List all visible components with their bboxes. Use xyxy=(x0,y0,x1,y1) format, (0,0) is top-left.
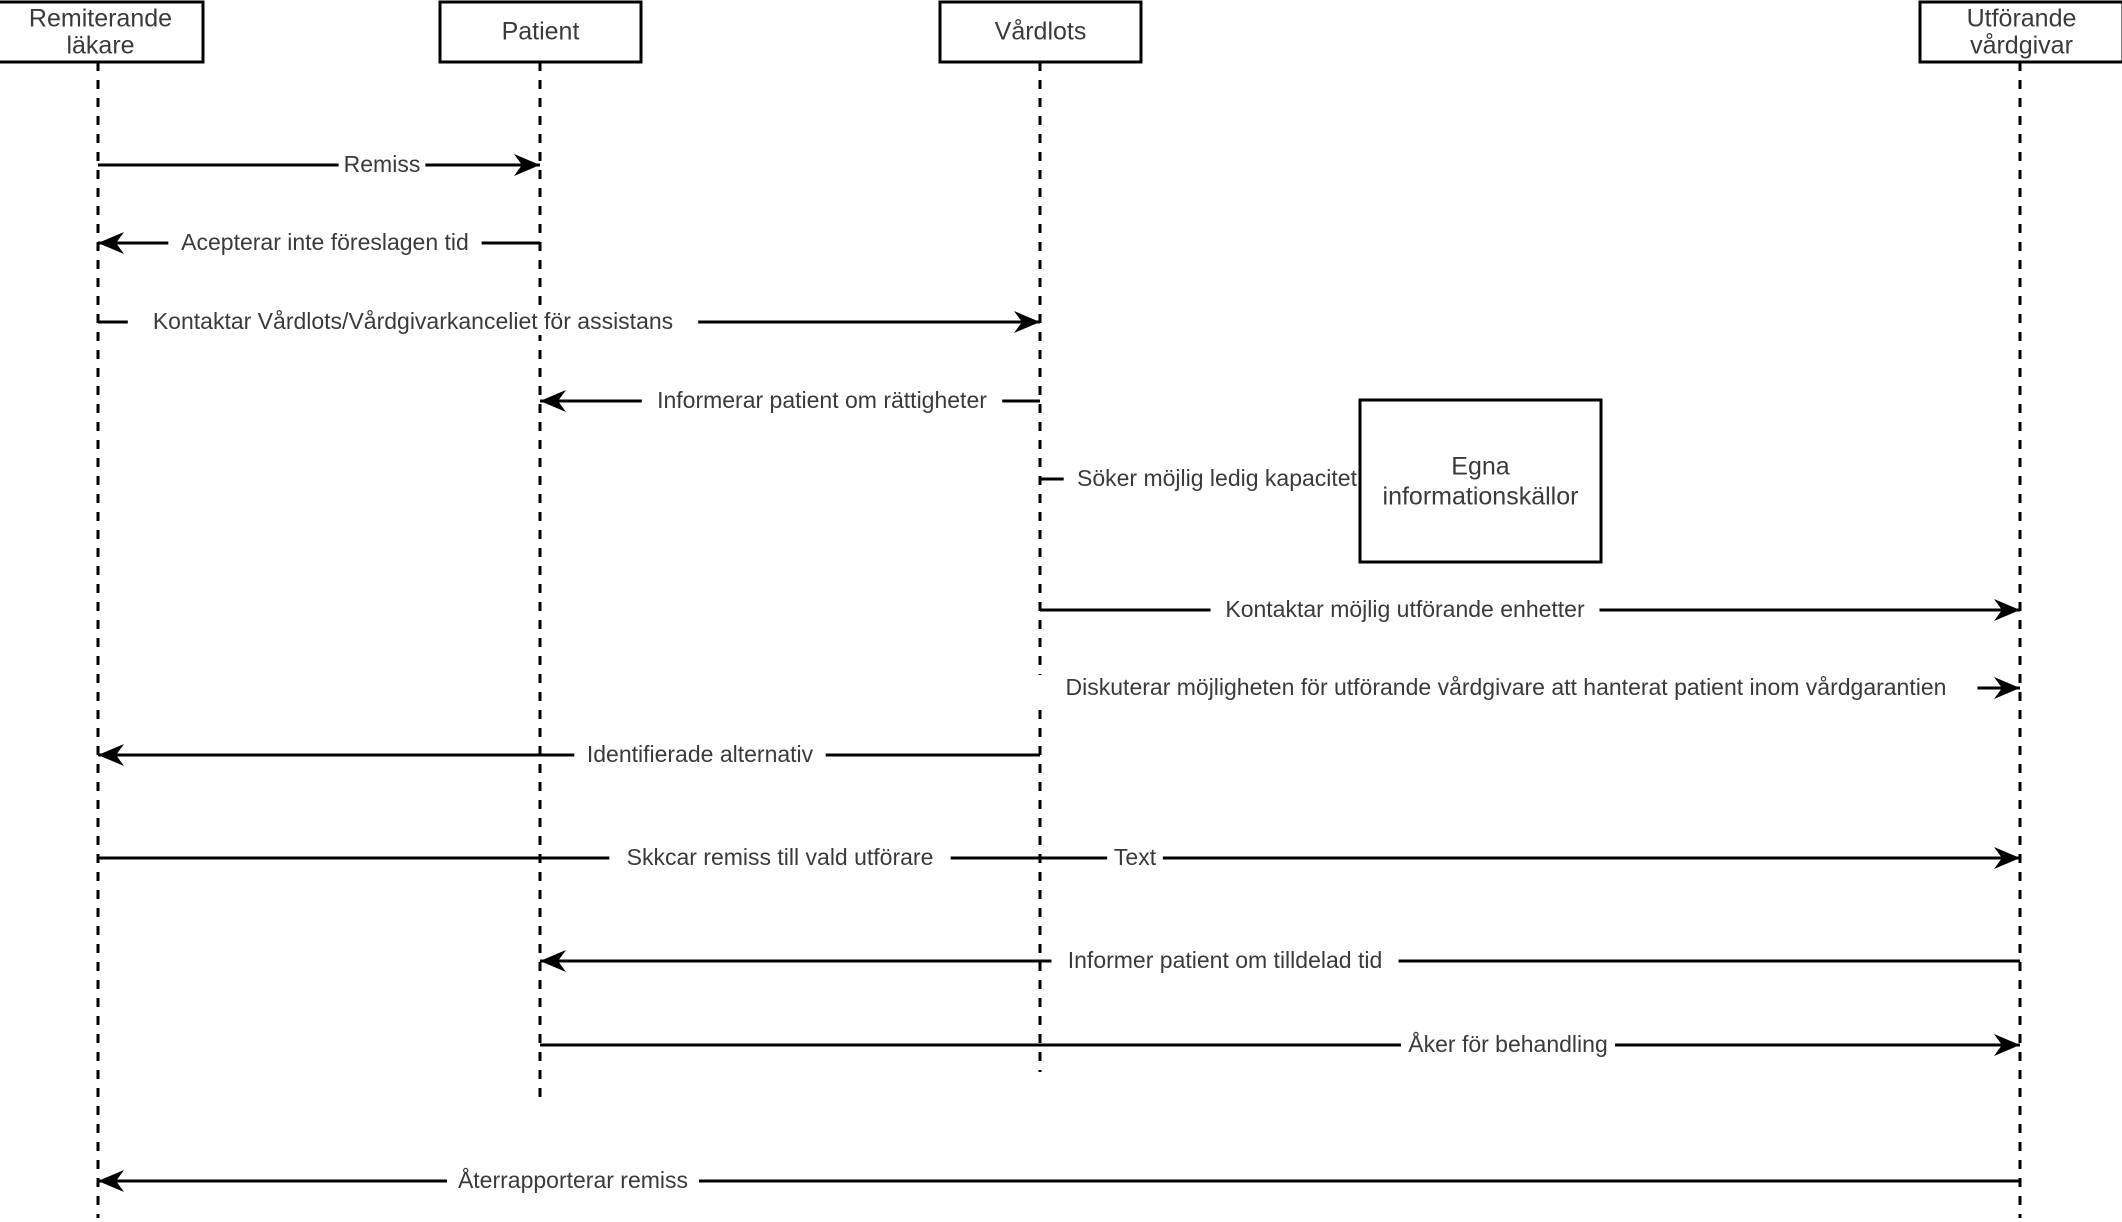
note-label2-egna-informationskallor: informationskällor xyxy=(1383,483,1579,511)
arrowhead-diskuterar-mojligheten xyxy=(1994,677,2020,699)
message-label-bg-informerar-patient-om-rattigheter xyxy=(641,388,1003,414)
message-kontaktar-mojlig-utforande-enhetter[interactable]: Kontaktar möjlig utförande enhetter xyxy=(1040,596,2020,623)
message-label-soker-mojlig-ledig-kapacitet: Söker möjlig ledig kapacitet xyxy=(1077,465,1358,491)
participant-vardlots[interactable]: Vårdlots xyxy=(938,0,1143,64)
message-label2-skkcar-remiss-till-vald-utforare: Text xyxy=(1114,844,1157,870)
participant-box-remiterande-lakare xyxy=(0,0,205,64)
message-label2-bg-skkcar-remiss-till-vald-utforare xyxy=(1107,845,1163,871)
message-label-bg-skkcar-remiss-till-vald-utforare xyxy=(609,845,951,871)
participant-box-patient xyxy=(438,0,643,64)
message-label-bg-aker-for-behandling xyxy=(1400,1032,1616,1058)
arrowhead-aterrapporterar-remiss xyxy=(98,1170,124,1192)
participant-label-vardlots: Vårdlots xyxy=(995,18,1087,46)
arrowhead-informerar-patient-om-rattigheter xyxy=(540,390,566,412)
participant-patient[interactable]: Patient xyxy=(438,0,643,64)
message-aker-for-behandling[interactable]: Åker för behandling xyxy=(540,1030,2020,1058)
message-label-informerar-patient-om-rattigheter: Informerar patient om rättigheter xyxy=(657,387,987,413)
message-identifierade-alternativ[interactable]: Identifierade alternativ xyxy=(98,741,1040,768)
participant-label-utforande-vardgivar: Utförande xyxy=(1967,5,2077,33)
participant-label2-remiterande-lakare: läkare xyxy=(66,32,134,60)
message-label-bg-remiss xyxy=(338,152,426,178)
message-label-bg-informer-patient-om-tilldelad-tid xyxy=(1051,948,1399,974)
arrowhead-skkcar-remiss-till-vald-utforare xyxy=(1994,847,2020,869)
message-label-kontaktar-vardlots-for-assistans: Kontaktar Vårdlots/Vårdgivarkanceliet fö… xyxy=(153,308,673,334)
message-label-bg-acepterar-inte-foreslagen-tid xyxy=(168,230,482,256)
arrowhead-kontaktar-mojlig-utforande-enhetter xyxy=(1994,599,2020,621)
message-remiss[interactable]: Remiss xyxy=(98,151,540,178)
message-label-aker-for-behandling: Åker för behandling xyxy=(1408,1030,1607,1057)
arrowhead-acepterar-inte-foreslagen-tid xyxy=(98,232,124,254)
message-label-informer-patient-om-tilldelad-tid: Informer patient om tilldelad tid xyxy=(1068,947,1383,973)
arrowhead-remiss xyxy=(514,154,540,176)
participant-label2-utforande-vardgivar: vårdgivar xyxy=(1970,32,2073,60)
arrowhead-identifierade-alternativ xyxy=(98,744,124,766)
message-label-aterrapporterar-remiss: Återrapporterar remiss xyxy=(458,1166,688,1193)
message-label-bg-kontaktar-mojlig-utforande-enhetter xyxy=(1210,597,1600,623)
participant-label-remiterande-lakare: Remiterande xyxy=(29,5,172,33)
message-label-skkcar-remiss-till-vald-utforare: Skkcar remiss till vald utförare xyxy=(627,844,934,870)
message-skkcar-remiss-till-vald-utforare[interactable]: Skkcar remiss till vald utförare Text xyxy=(98,844,2020,871)
message-informerar-patient-om-rattigheter[interactable]: Informerar patient om rättigheter xyxy=(540,387,1040,414)
note-label-egna-informationskallor: Egna xyxy=(1451,453,1509,481)
participant-box-utforande-vardgivar xyxy=(1918,0,2122,64)
message-label-bg-aterrapporterar-remiss xyxy=(447,1168,699,1194)
arrowhead-aker-for-behandling xyxy=(1994,1034,2020,1056)
message-label-bg-identifierade-alternativ xyxy=(574,742,826,768)
message-label-kontaktar-mojlig-utforande-enhetter: Kontaktar möjlig utförande enhetter xyxy=(1225,596,1585,622)
message-label-remiss: Remiss xyxy=(344,151,421,177)
message-acepterar-inte-foreslagen-tid[interactable]: Acepterar inte föreslagen tid xyxy=(98,229,540,256)
message-soker-mojlig-ledig-kapacitet[interactable]: Söker möjlig ledig kapacitet xyxy=(1040,465,1371,492)
message-kontaktar-vardlots-for-assistans[interactable]: Kontaktar Vårdlots/Vårdgivarkanceliet fö… xyxy=(98,308,1040,335)
message-informer-patient-om-tilldelad-tid[interactable]: Informer patient om tilldelad tid xyxy=(540,947,2020,974)
arrowhead-kontaktar-vardlots-for-assistans xyxy=(1014,311,1040,333)
message-label-diskuterar-mojligheten: Diskuterar möjligheten för utförande vår… xyxy=(1066,674,1947,700)
message-label-bg-diskuterar-mojligheten xyxy=(1034,675,1978,701)
message-label-identifierade-alternativ: Identifierade alternativ xyxy=(587,741,814,767)
participant-box-vardlots xyxy=(938,0,1143,64)
lifelines-layer xyxy=(96,62,2022,1218)
participant-label-patient: Patient xyxy=(502,18,580,46)
note-box-egna-informationskallor xyxy=(1358,398,1603,564)
message-label-bg-soker-mojlig-ledig-kapacitet xyxy=(1063,466,1371,492)
message-diskuterar-mojligheten[interactable]: Diskuterar möjligheten för utförande vår… xyxy=(1034,674,2020,701)
message-label-acepterar-inte-foreslagen-tid: Acepterar inte föreslagen tid xyxy=(181,229,469,255)
message-aterrapporterar-remiss[interactable]: Återrapporterar remiss xyxy=(98,1166,2020,1194)
arrowhead-informer-patient-om-tilldelad-tid xyxy=(540,950,566,972)
message-label-bg-kontaktar-vardlots-for-assistans xyxy=(127,309,699,335)
